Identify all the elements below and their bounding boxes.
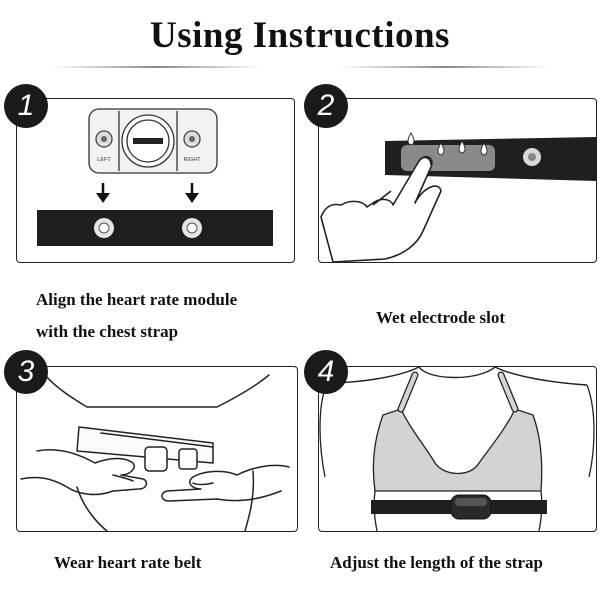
water-drop-icon	[437, 142, 445, 156]
step-2-illustration	[320, 132, 596, 262]
water-drop-icon	[458, 140, 466, 154]
page-title: Using Instructions	[150, 15, 450, 56]
step-2-panel	[318, 98, 597, 263]
hand-icon	[320, 155, 442, 262]
left-snap-center-icon	[101, 136, 107, 142]
step-3-illustration	[20, 374, 290, 531]
step-2-caption-line-1: Wet electrode slot	[376, 308, 506, 327]
step-4-caption-line-1: Adjust the length of the strap	[330, 553, 543, 572]
step-4-panel	[318, 366, 597, 532]
water-drop-icon	[480, 142, 488, 156]
heart-rate-module	[88, 108, 218, 174]
module-right-label: RIGHT	[183, 157, 201, 163]
step-1-illustration: LEFT RIGHT	[37, 108, 273, 246]
strap-buckle	[144, 446, 168, 472]
step-3-badge: 3	[4, 350, 48, 394]
step-1-panel: LEFT RIGHT	[16, 98, 295, 263]
chest-strap	[37, 210, 273, 246]
torso-outline	[44, 374, 270, 408]
step-4-badge: 4	[304, 350, 348, 394]
right-hand-icon	[161, 464, 290, 502]
step-1-badge: 1	[4, 84, 48, 128]
title-rule-right	[340, 66, 550, 68]
water-drop-icon	[407, 132, 415, 146]
module-left-label: LEFT	[97, 157, 111, 163]
sports-bra	[372, 408, 543, 492]
step-4-illustration	[319, 367, 595, 531]
step-3-panel	[16, 366, 298, 532]
right-snap-center-icon	[189, 136, 195, 142]
left-hand-icon	[20, 449, 148, 496]
step-2-badge: 2	[304, 84, 348, 128]
strap-hook	[178, 448, 198, 470]
step-3-caption-line-1: Wear heart rate belt	[54, 553, 202, 572]
step-1-caption-line-1: Align the heart rate module	[36, 290, 238, 309]
title-rule-left	[52, 66, 262, 68]
down-arrow-icon	[185, 183, 199, 203]
down-arrow-icon	[96, 183, 110, 203]
step-1-caption-line-2: with the chest strap	[36, 322, 179, 341]
